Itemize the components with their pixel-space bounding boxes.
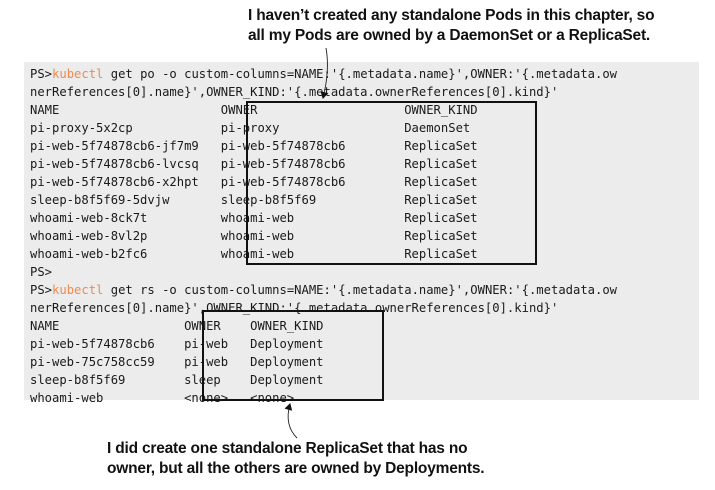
output-line: pi-web-75c758cc59 pi-web Deployment [30, 355, 324, 369]
command-name: kubectl [52, 283, 104, 297]
output-line: whoami-web <none> <none> [30, 391, 295, 405]
command-args: get rs -o custom-columns=NAME:'{.metadat… [103, 283, 618, 297]
output-line: pi-proxy-5x2cp pi-proxy DaemonSet [30, 121, 471, 135]
shell-prompt: PS> [30, 67, 53, 81]
annotation-bottom: I did create one standalone ReplicaSet t… [107, 439, 485, 479]
output-line: pi-web-5f74878cb6-jf7m9 pi-web-5f74878cb… [30, 139, 478, 153]
annotation-bottom-line: owner, but all the others are owned by D… [107, 460, 485, 477]
annotation-top-line: all my Pods are owned by a DaemonSet or … [248, 27, 651, 44]
output-line: pi-web-5f74878cb6 pi-web Deployment [30, 337, 324, 351]
output-line: nerReferences[0].name}',OWNER_KIND:'{.me… [30, 301, 559, 315]
pod-owner-highlight-box [246, 101, 537, 265]
annotation-bottom-line: I did create one standalone ReplicaSet t… [107, 440, 468, 457]
output-line: sleep-b8f5f69 sleep Deployment [30, 373, 324, 387]
shell-prompt: PS> [30, 283, 53, 297]
output-line: nerReferences[0].name}',OWNER_KIND:'{.me… [30, 85, 559, 99]
top-callout-arrow [320, 47, 329, 99]
output-line: whoami-web-8ck7t whoami-web ReplicaSet [30, 211, 478, 225]
bottom-callout-arrow [284, 403, 298, 439]
terminal-text: PS>kubectl get po -o custom-columns=NAME… [30, 65, 617, 407]
output-line: whoami-web-8vl2p whoami-web ReplicaSet [30, 229, 478, 243]
output-line: whoami-web-b2fc6 whoami-web ReplicaSet [30, 247, 478, 261]
terminal-output: PS>kubectl get po -o custom-columns=NAME… [24, 62, 699, 405]
output-line: PS> [30, 265, 53, 279]
command-args: get po -o custom-columns=NAME:'{.metadat… [103, 67, 618, 81]
command-line: PS>kubectl get rs -o custom-columns=NAME… [30, 281, 617, 299]
output-line: pi-web-5f74878cb6-lvcsq pi-web-5f74878cb… [30, 157, 478, 171]
annotation-top: I haven’t created any standalone Pods in… [248, 6, 655, 46]
annotation-top-line: I haven’t created any standalone Pods in… [248, 7, 655, 24]
command-line: PS>kubectl get po -o custom-columns=NAME… [30, 65, 617, 83]
output-line: pi-web-5f74878cb6-x2hpt pi-web-5f74878cb… [30, 175, 478, 189]
replicaset-owner-highlight-box [202, 310, 384, 401]
output-line: sleep-b8f5f69-5dvjw sleep-b8f5f69 Replic… [30, 193, 478, 207]
command-name: kubectl [52, 67, 104, 81]
output-line: NAME OWNER OWNER_KIND [30, 103, 478, 117]
